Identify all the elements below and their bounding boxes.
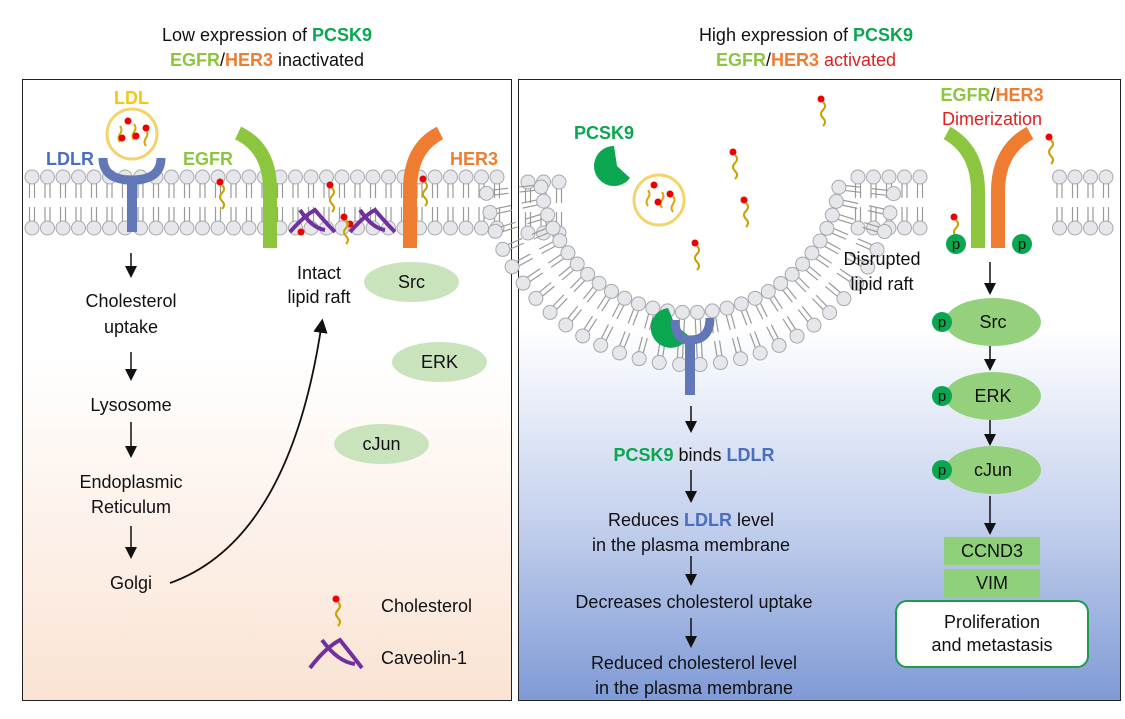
flow-uptake: uptake: [103, 317, 159, 337]
binds-verb: binds: [673, 445, 727, 465]
golgi-to-raft-arrow: [169, 318, 328, 584]
right-lipid-bilayer: [478, 169, 1114, 373]
left-title-prefix: Low expression of: [161, 25, 313, 45]
egfr-label-right: EGFR: [940, 85, 991, 105]
egfr-receptor-left: [234, 126, 277, 248]
ldlr-receptor-right: [670, 317, 715, 395]
binds-ldlr: LDLR: [726, 445, 775, 465]
cjun-protein-right: cJun: [945, 446, 1041, 494]
outcome-line2: and metastasis: [931, 635, 1053, 655]
ccnd3-gene: CCND3: [944, 537, 1040, 565]
flow-golgi: Golgi: [109, 573, 153, 593]
reduced-level-line1: Reduced cholesterol level: [590, 653, 798, 673]
left-title-line2: EGFR/HER3 inactivated: [170, 49, 364, 72]
flow-lysosome: Lysosome: [90, 395, 172, 415]
reduces-line1: Reduces LDLR level: [608, 509, 774, 532]
legend-caveolin-label: Caveolin-1: [381, 648, 468, 668]
right-title-egfr: EGFR: [715, 50, 766, 70]
left-title-status: inactivated: [272, 50, 365, 70]
outcome-line1: Proliferation: [943, 611, 1041, 632]
flow-cholesterol: Cholesterol: [85, 291, 177, 311]
dimer-receptor-label: EGFR/HER3: [940, 84, 1043, 107]
reduces-prefix: Reduces: [607, 510, 685, 530]
erk-protein-right: ERK: [945, 372, 1041, 420]
right-title-pcsk9: PCSK9: [853, 25, 914, 45]
ldl-label: LDL: [114, 88, 149, 108]
erk-protein-left: ERK: [392, 342, 487, 382]
ldlr-label-left: LDLR: [46, 149, 94, 169]
her3-label-left: HER3: [450, 149, 499, 169]
flow-reticulum: Reticulum: [90, 497, 172, 517]
right-title-line1: High expression of PCSK9: [699, 24, 913, 47]
ldlr-receptor-left: [98, 157, 166, 232]
cjun-protein-left: cJun: [334, 424, 429, 464]
left-title-slash: /: [219, 50, 225, 70]
outcome-box: Proliferation and metastasis: [895, 600, 1089, 668]
left-title-egfr: EGFR: [169, 50, 220, 70]
left-title-pcsk9: PCSK9: [312, 25, 373, 45]
legend-caveolin-icon: [308, 637, 364, 670]
decreases-uptake: Decreases cholesterol uptake: [575, 592, 813, 612]
intact-raft-label-2: lipid raft: [287, 287, 351, 307]
right-title-prefix: High expression of: [698, 25, 854, 45]
src-protein-left: Src: [364, 262, 459, 302]
caveolin-in-membrane: [288, 207, 397, 234]
phospho-cjun: p: [932, 460, 952, 480]
reduces-suffix: level: [732, 510, 775, 530]
pcsk9-protein-free: [594, 146, 630, 186]
disrupted-raft-label-1: Disrupted: [843, 249, 921, 269]
reduces-ldlr: LDLR: [684, 510, 733, 530]
binds-statement: PCSK9 binds LDLR: [613, 444, 774, 467]
ldl-particle-right: [632, 173, 686, 227]
flow-endoplasmic: Endoplasmic: [79, 472, 183, 492]
ldl-particle: [105, 107, 159, 161]
right-title-line2: EGFR/HER3 activated: [716, 49, 896, 72]
phospho-src: p: [932, 312, 952, 332]
egfr-label-left: EGFR: [183, 149, 234, 169]
binds-pcsk9: PCSK9: [613, 445, 674, 465]
right-title-status: activated: [819, 50, 897, 70]
egfr-her3-slash: /: [990, 85, 996, 105]
reduced-level-line2: in the plasma membrane: [594, 678, 794, 698]
her3-label-right: HER3: [995, 85, 1044, 105]
egfr-her3-dimer: [943, 126, 1034, 248]
src-protein-right: Src: [945, 298, 1041, 346]
right-flow-arrows: [685, 262, 996, 648]
disrupted-raft-label-2: lipid raft: [850, 274, 914, 294]
pcsk9-label: PCSK9: [574, 123, 635, 143]
phospho-her3: p: [1012, 234, 1032, 254]
phospho-erk: p: [932, 386, 952, 406]
left-title-line1: Low expression of PCSK9: [162, 24, 372, 47]
intact-raft-label-1: Intact: [296, 263, 342, 283]
cholesterol-molecules: [216, 95, 1054, 627]
legend-cholesterol-label: Cholesterol: [381, 596, 473, 616]
left-title-her3: HER3: [224, 50, 273, 70]
phospho-egfr: p: [946, 234, 966, 254]
reduces-line2: in the plasma membrane: [591, 535, 791, 555]
right-title-slash: /: [765, 50, 771, 70]
her3-receptor-left: [403, 126, 444, 248]
right-title-her3: HER3: [770, 50, 819, 70]
dimerization-label: Dimerization: [941, 109, 1043, 129]
vim-gene: VIM: [944, 569, 1040, 597]
